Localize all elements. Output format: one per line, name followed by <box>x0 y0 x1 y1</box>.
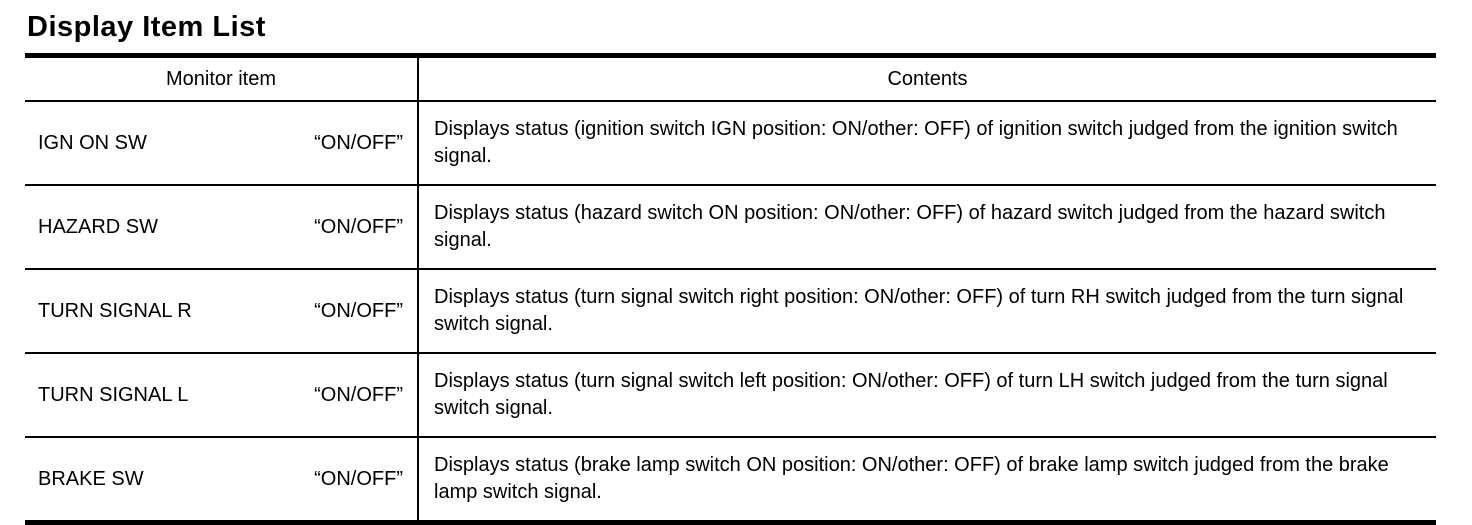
monitor-item-inner: BRAKE SW “ON/OFF” <box>25 468 417 491</box>
table-row: BRAKE SW “ON/OFF” Displays status (brake… <box>25 437 1436 523</box>
monitor-item-cell: TURN SIGNAL L “ON/OFF” <box>25 353 419 439</box>
header-row: Monitor item Contents <box>25 55 1436 103</box>
contents-cell: Displays status (ignition switch IGN pos… <box>418 101 1436 187</box>
monitor-item-inner: HAZARD SW “ON/OFF” <box>25 216 417 239</box>
page-title: Display Item List <box>27 11 266 43</box>
monitor-item-value: “ON/OFF” <box>314 215 403 238</box>
monitor-item-cell: IGN ON SW “ON/OFF” <box>25 101 419 187</box>
monitor-item-value: “ON/OFF” <box>314 299 403 322</box>
monitor-item-cell: HAZARD SW “ON/OFF” <box>25 185 419 271</box>
table-row: IGN ON SW “ON/OFF” Displays status (igni… <box>25 101 1436 187</box>
monitor-item-name: BRAKE SW <box>38 467 144 490</box>
monitor-item-value: “ON/OFF” <box>314 383 403 406</box>
display-item-table: Monitor item Contents IGN ON SW “ON/OFF”… <box>25 53 1436 525</box>
contents-cell: Displays status (turn signal switch left… <box>418 353 1436 439</box>
monitor-item-name: TURN SIGNAL R <box>38 299 192 322</box>
column-header-contents: Contents <box>418 55 1436 103</box>
monitor-item-cell: TURN SIGNAL R “ON/OFF” <box>25 269 419 355</box>
contents-cell: Displays status (hazard switch ON positi… <box>418 185 1436 271</box>
monitor-item-cell: BRAKE SW “ON/OFF” <box>25 437 419 523</box>
table-header: Monitor item Contents <box>25 55 1436 103</box>
table-row: HAZARD SW “ON/OFF” Displays status (haza… <box>25 185 1436 271</box>
monitor-item-name: HAZARD SW <box>38 215 158 238</box>
contents-cell: Displays status (turn signal switch righ… <box>418 269 1436 355</box>
column-header-monitor-item: Monitor item <box>25 55 419 103</box>
monitor-item-name: IGN ON SW <box>38 131 147 154</box>
monitor-item-name: TURN SIGNAL L <box>38 383 189 406</box>
monitor-item-inner: TURN SIGNAL L “ON/OFF” <box>25 384 417 407</box>
monitor-item-value: “ON/OFF” <box>314 131 403 154</box>
monitor-item-inner: IGN ON SW “ON/OFF” <box>25 132 417 155</box>
table-row: TURN SIGNAL R “ON/OFF” Displays status (… <box>25 269 1436 355</box>
table-body: IGN ON SW “ON/OFF” Displays status (igni… <box>25 101 1436 523</box>
table-row: TURN SIGNAL L “ON/OFF” Displays status (… <box>25 353 1436 439</box>
monitor-item-inner: TURN SIGNAL R “ON/OFF” <box>25 300 417 323</box>
monitor-item-value: “ON/OFF” <box>314 467 403 490</box>
contents-cell: Displays status (brake lamp switch ON po… <box>434 454 1389 504</box>
